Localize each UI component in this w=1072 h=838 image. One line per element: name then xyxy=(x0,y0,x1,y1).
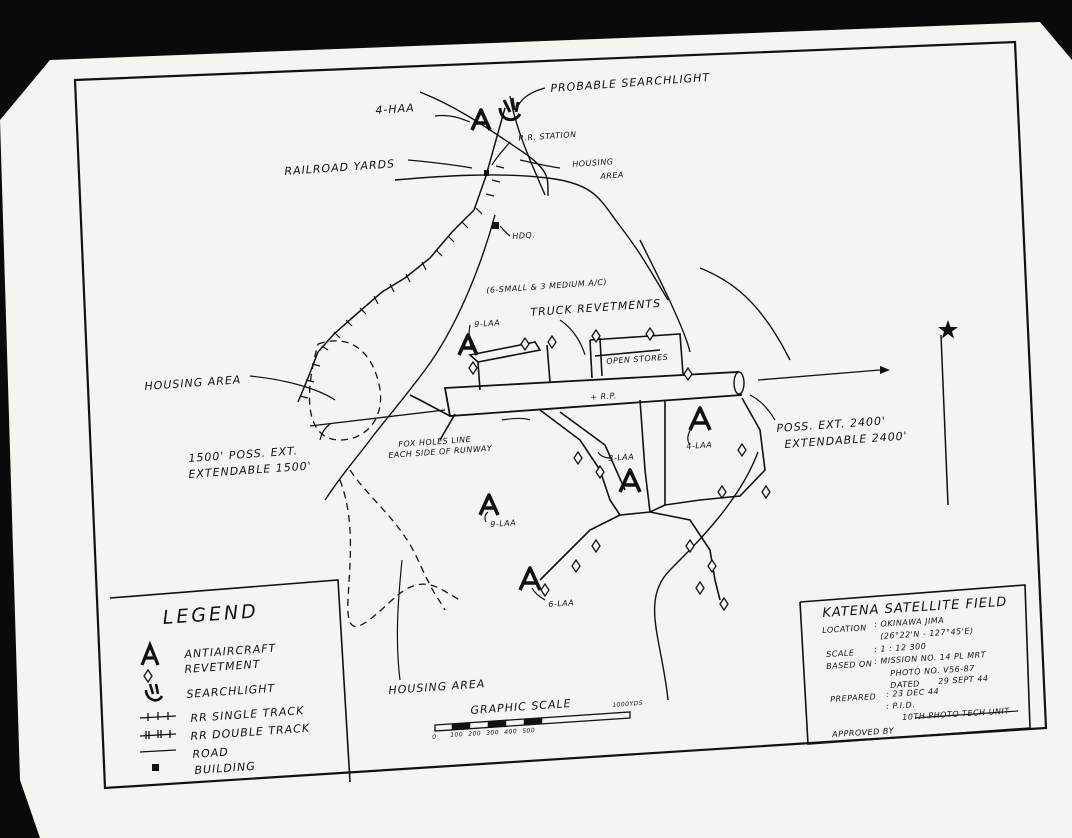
road-icon xyxy=(139,749,177,753)
scale-tick-500: 500 xyxy=(522,727,536,735)
antiaircraft-icon xyxy=(140,640,160,666)
building-icon xyxy=(152,764,159,771)
rr-single-track-icon xyxy=(139,712,177,721)
legend-label-road: ROAD xyxy=(192,745,230,761)
label-housing-top-2: AREA xyxy=(600,170,625,181)
searchlight-icon xyxy=(498,97,522,122)
revetment-icon xyxy=(143,668,153,684)
antiaircraft-positions xyxy=(457,108,712,591)
taxiways xyxy=(409,333,766,601)
housing-area-boundaries xyxy=(308,340,461,628)
label-hdq: HDQ. xyxy=(512,230,536,241)
paper-sheet xyxy=(0,22,1072,838)
prepared-by: : P.I.D. xyxy=(886,700,916,711)
scale-tick-100: 100 xyxy=(450,731,464,739)
scale-tick-400: 400 xyxy=(504,728,518,736)
rr-double-track-icon xyxy=(139,730,177,739)
scale-tick-0: 0 xyxy=(432,733,437,741)
label-9-laa-bottom: 9-LAA xyxy=(490,518,517,529)
star-north-icon xyxy=(938,320,958,506)
revetment-markers xyxy=(468,326,771,612)
title-block-frame xyxy=(799,584,1031,745)
roads xyxy=(324,91,791,701)
label-4-laa: 4-LAA xyxy=(686,440,713,451)
scale-tick-300: 300 xyxy=(486,729,500,737)
searchlight-legend-icon xyxy=(144,683,164,702)
label-3-laa: 3-LAA xyxy=(608,452,635,463)
rr-track-ticks xyxy=(299,165,505,399)
legend-symbols xyxy=(139,640,177,771)
buildings xyxy=(484,170,499,229)
label-rp: + R.P. xyxy=(590,391,618,402)
runway xyxy=(309,366,890,427)
approved-by-line xyxy=(914,710,1019,719)
leader-lines xyxy=(249,87,776,681)
label-4-haa: 4-HAA xyxy=(375,101,416,117)
scale-label: SCALE xyxy=(826,648,855,659)
graphic-scale-bar xyxy=(434,711,631,732)
label-9-laa-top: 9-LAA xyxy=(474,318,501,329)
label-6-laa: 6-LAA xyxy=(548,598,575,609)
legend-frame xyxy=(109,579,351,783)
map-border xyxy=(73,40,1048,790)
scale-tick-200: 200 xyxy=(468,730,482,738)
